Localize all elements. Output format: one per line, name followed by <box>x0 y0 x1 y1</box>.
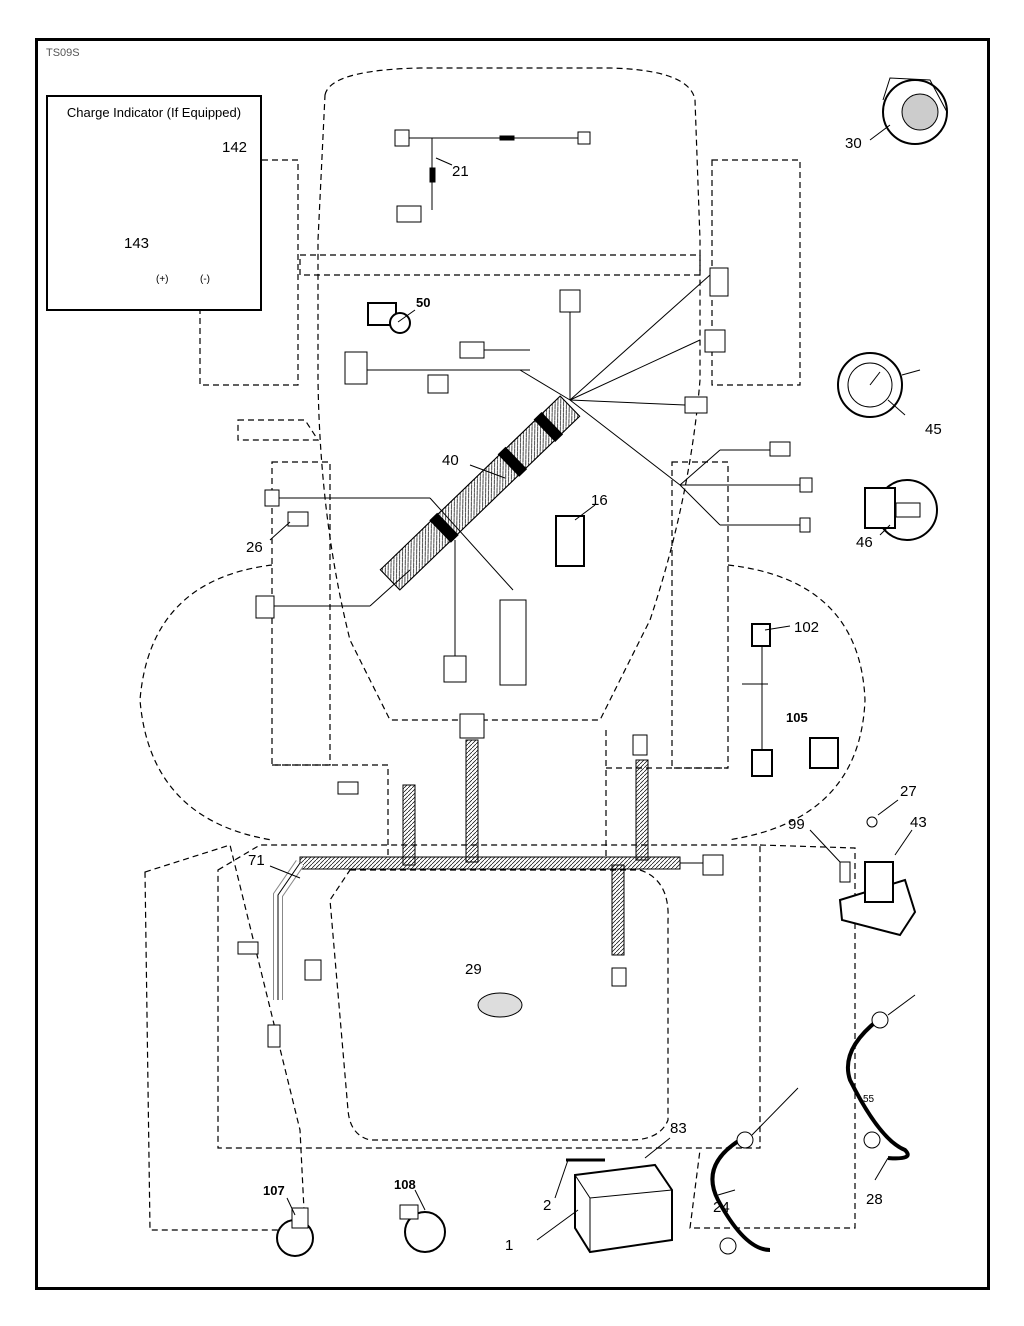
callout-83: 83 <box>670 1120 687 1137</box>
callout-55: 55 <box>863 1094 875 1105</box>
inset-title: Charge Indicator (If Equipped) <box>66 105 242 120</box>
dash-outline <box>299 254 701 276</box>
deck-outline <box>217 844 761 1149</box>
callout-40: 40 <box>442 452 459 469</box>
tab-outline <box>237 419 320 441</box>
callout-16: 16 <box>591 492 608 509</box>
callout-24: 24 <box>713 1199 730 1216</box>
callout-99: 99 <box>788 816 805 833</box>
callout-143: 143 <box>124 235 150 252</box>
callout-21: 21 <box>452 163 469 180</box>
rear-right-lower <box>689 844 856 1229</box>
callout-43: 43 <box>910 814 927 831</box>
hood-outline <box>317 67 701 721</box>
callout-108: 108 <box>394 1177 416 1192</box>
callout-107: 107 <box>263 1183 285 1198</box>
callout-28: 28 <box>866 1191 883 1208</box>
seat-outline <box>329 869 669 1141</box>
right-rear-wheel <box>727 564 866 841</box>
callout-26: 26 <box>246 539 263 556</box>
minus-terminal-label: (-) <box>200 274 210 285</box>
callout-46: 46 <box>856 534 873 551</box>
callout-27: 27 <box>900 783 917 800</box>
callout-105: 105 <box>786 710 808 725</box>
callout-45: 45 <box>925 421 942 438</box>
callout-2: 2 <box>543 1197 552 1214</box>
callout-71: 71 <box>248 852 265 869</box>
callout-30: 30 <box>845 135 862 152</box>
diagram-code: TS09S <box>46 47 80 59</box>
plus-terminal-label: (+) <box>156 274 169 285</box>
rear-left-lower <box>144 844 306 1231</box>
diagram-border <box>35 38 990 1290</box>
callout-50: 50 <box>416 295 431 310</box>
callout-1: 1 <box>505 1237 514 1254</box>
charge-indicator-inset: Charge Indicator (If Equipped) (+) (-) <box>46 95 262 311</box>
callout-102: 102 <box>794 619 820 636</box>
callout-142: 142 <box>222 139 248 156</box>
right-front-wheel <box>711 159 801 386</box>
callout-29: 29 <box>465 961 482 978</box>
